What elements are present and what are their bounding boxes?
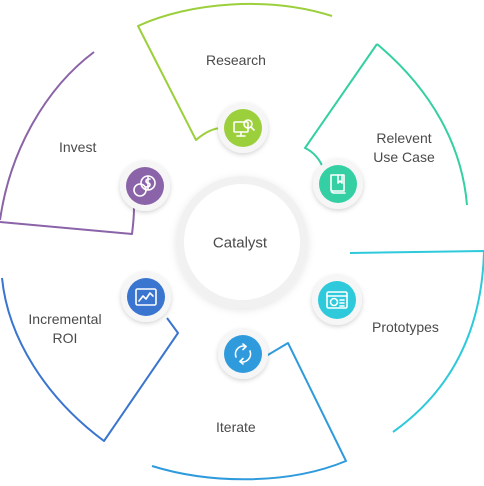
center-label: Catalyst bbox=[212, 234, 268, 252]
coins-icon bbox=[133, 175, 156, 197]
label-incremental-roi-line-1: Incremental bbox=[28, 311, 102, 327]
label-relevent-use-case: Relevent Use Case bbox=[373, 129, 434, 167]
node-iterate bbox=[218, 329, 268, 379]
label-relevent-use-case-line-2: Use Case bbox=[373, 149, 435, 165]
monitor-search-icon bbox=[233, 119, 255, 137]
label-iterate: Iterate bbox=[216, 419, 256, 435]
node-relevent-use-case bbox=[313, 159, 363, 209]
node-incremental-roi bbox=[121, 272, 171, 322]
segment-outline-iterate bbox=[151, 342, 347, 481]
book-icon bbox=[330, 174, 346, 194]
node-prototypes bbox=[312, 275, 362, 325]
segment-outline-research bbox=[137, 2, 333, 141]
segment-outline-prototypes bbox=[349, 250, 484, 433]
label-relevent-use-case-line-1: Relevent bbox=[376, 130, 432, 146]
node-research bbox=[218, 103, 268, 153]
label-prototypes: Prototypes bbox=[372, 319, 439, 335]
label-incremental-roi-line-2: ROI bbox=[52, 330, 78, 346]
node-invest bbox=[120, 161, 170, 211]
segment-outline-incremental-roi bbox=[1, 277, 179, 442]
label-incremental-roi: Incremental ROI bbox=[28, 310, 101, 348]
refresh-icon bbox=[234, 343, 252, 365]
segment-outline-invest bbox=[0, 51, 135, 235]
dashboard-icon bbox=[326, 291, 348, 309]
center-circle bbox=[184, 184, 300, 300]
label-research: Research bbox=[206, 52, 266, 68]
line-chart-icon bbox=[135, 288, 157, 306]
label-invest: Invest bbox=[59, 139, 97, 155]
